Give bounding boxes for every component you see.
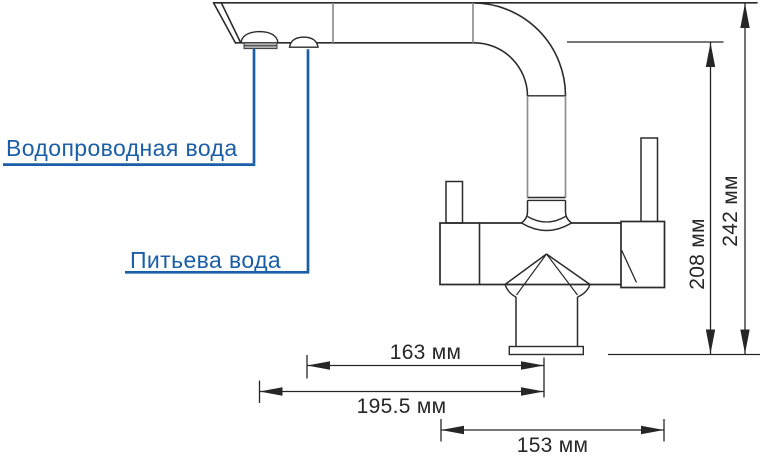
arrow-242-bottom [740,329,750,354]
spout-tip-outer [212,1,237,44]
joint-lines [332,2,567,198]
arrow-163-right [521,361,544,370]
arrow-208-top [705,42,716,67]
elbow-inner-arc [473,42,529,97]
arrow-153-left [441,425,464,435]
right-cap-bevel-line [620,249,638,283]
base-flange [508,345,584,356]
arrow-163-left [307,361,330,370]
cone-inner-right [546,253,578,296]
spout-tip-inner [220,2,242,44]
cone-outer-left [504,253,547,286]
riser-collar-group [521,196,572,232]
leader-lines [3,48,310,274]
riser-flare-left [521,200,529,224]
arrow-208-bottom [705,329,716,354]
dim-label-242: 242 мм [719,175,742,247]
cone-outer-right [546,253,591,286]
dim-label-195-5: 195.5 мм [356,395,447,418]
arrow-242-top [740,3,750,29]
arrow-195-right [521,387,544,396]
base-cone-group [504,253,591,347]
right-cap [620,220,666,289]
drinking-water-outlet-dome [288,36,319,48]
elbow-outer-arc [472,1,567,97]
cone-inner-left [516,253,547,296]
dimension-arrowheads [259,3,750,435]
tap-water-outlet-dome [240,30,279,44]
label-tap-water: Водопроводная вода [6,135,238,161]
faucet-body-group [212,1,758,97]
riser-joint-band [527,196,566,202]
dim-label-163: 163 мм [389,341,462,364]
dim-label-153: 153 мм [516,434,589,457]
arrow-195-left [259,387,283,396]
label-drinking-water: Питьева вода [130,247,282,273]
cone-fillet-right [577,284,591,298]
right-handle-lever [640,137,659,223]
dim-label-208: 208 мм [686,218,709,290]
extension-lines [567,41,760,356]
arrow-153-right [641,425,664,435]
dimension-lines [258,3,746,442]
collar-lower-arc [521,222,572,232]
riser-flare-right [564,200,572,224]
cone-fillet-left [504,284,517,298]
collar-upper-arc [527,215,566,223]
left-handle-lever [445,180,464,224]
